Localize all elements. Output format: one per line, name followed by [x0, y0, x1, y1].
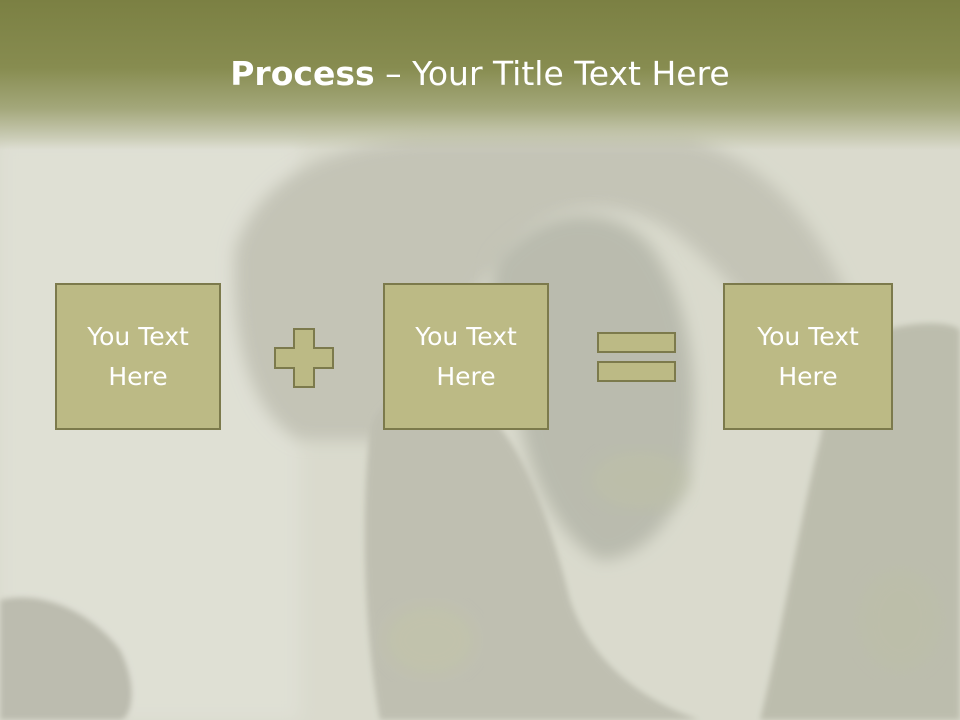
process-box-1-text: You Text Here — [87, 321, 189, 391]
equals-icon[interactable] — [596, 331, 678, 384]
process-box-2-text: You Text Here — [415, 321, 517, 391]
process-box-3-text: You Text Here — [757, 321, 859, 391]
process-box-1[interactable]: You Text Here — [55, 283, 221, 430]
title-bold: Process — [230, 54, 375, 93]
plus-icon[interactable] — [273, 327, 335, 389]
slide-title[interactable]: Process – Your Title Text Here — [0, 52, 960, 96]
title-bar — [0, 0, 960, 150]
title-rest: – Your Title Text Here — [374, 54, 730, 93]
process-box-2[interactable]: You Text Here — [383, 283, 549, 430]
process-box-3[interactable]: You Text Here — [723, 283, 893, 430]
